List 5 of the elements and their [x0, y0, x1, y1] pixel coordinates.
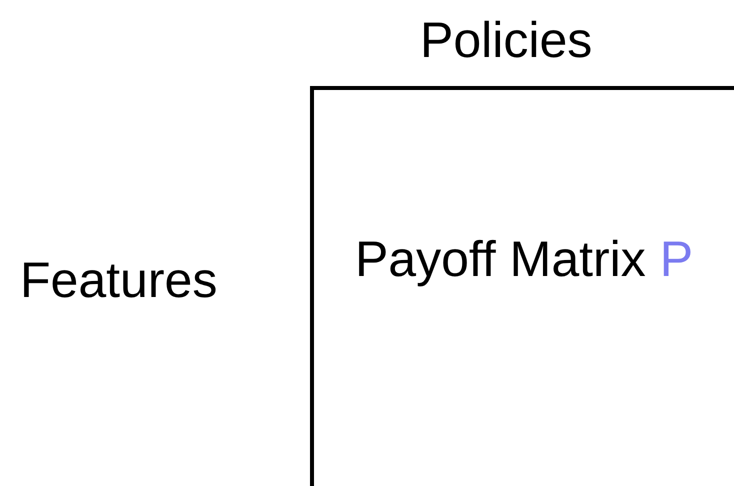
matrix-title: Payoff Matrix	[354, 231, 646, 287]
matrix-symbol: P	[660, 231, 694, 287]
column-heading: Policies	[420, 12, 592, 68]
matrix-frame	[310, 86, 734, 486]
row-heading: Features	[20, 252, 218, 308]
